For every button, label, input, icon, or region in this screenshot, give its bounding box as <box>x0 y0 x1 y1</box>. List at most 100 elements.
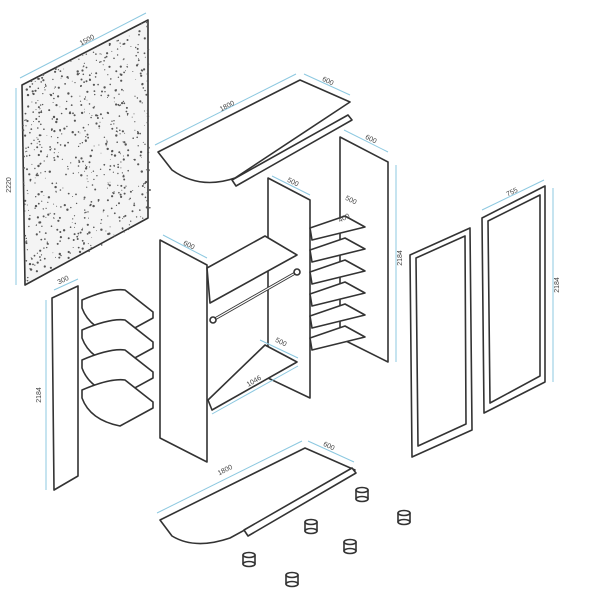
speckle <box>105 55 108 58</box>
speckle <box>46 241 48 243</box>
shelf <box>309 325 366 351</box>
speckle <box>31 124 33 126</box>
speckle <box>139 150 143 154</box>
speckle <box>90 247 93 249</box>
speckle <box>124 214 127 217</box>
speckle <box>67 77 69 79</box>
speckle <box>90 201 93 203</box>
speckle <box>89 113 90 115</box>
speckle <box>144 196 147 199</box>
speckle <box>39 162 42 165</box>
speckle <box>126 114 129 116</box>
speckle <box>41 76 44 79</box>
speckle <box>147 48 150 51</box>
speckle <box>93 226 95 229</box>
speckle <box>120 161 122 163</box>
speckle <box>44 87 45 89</box>
speckle <box>88 249 90 250</box>
speckle <box>52 78 54 81</box>
speckle <box>139 132 141 135</box>
speckle <box>67 192 70 195</box>
speckle <box>118 151 121 154</box>
speckle <box>109 83 111 86</box>
speckle <box>26 168 28 171</box>
speckle <box>116 141 118 143</box>
speckle <box>140 216 142 218</box>
speckle <box>119 65 122 68</box>
speckle <box>141 102 143 104</box>
speckle <box>85 66 88 69</box>
speckle <box>24 112 27 115</box>
speckle <box>70 104 73 106</box>
speckle <box>99 121 101 123</box>
sliding-door-left <box>409 227 473 458</box>
speckle <box>77 131 80 133</box>
speckle <box>122 141 124 143</box>
speckle <box>50 136 53 138</box>
speckle <box>111 50 113 52</box>
dim-narrow-panel-depth: 300 <box>57 275 71 286</box>
speckle <box>67 237 70 240</box>
speckle <box>123 71 125 74</box>
speckle <box>111 195 114 198</box>
speckle <box>57 86 60 89</box>
speckle <box>57 95 60 98</box>
speckle <box>62 229 66 232</box>
speckle <box>120 184 123 187</box>
speckle <box>51 129 53 132</box>
foot <box>343 538 357 555</box>
speckle <box>40 238 43 241</box>
speckle <box>96 230 97 232</box>
dim-right-side-height: 2184 <box>397 250 404 266</box>
speckle <box>86 186 88 188</box>
speckle <box>31 258 33 260</box>
shelf <box>309 259 366 285</box>
speckle <box>82 55 84 56</box>
speckle <box>30 128 33 131</box>
speckle <box>53 203 55 205</box>
speckle <box>78 159 80 162</box>
speckle <box>123 216 125 218</box>
speckle <box>88 161 91 164</box>
speckle <box>147 161 150 164</box>
speckle <box>42 73 45 76</box>
speckle <box>109 226 111 228</box>
speckle <box>141 157 142 158</box>
speckle <box>60 254 62 257</box>
speckle <box>77 165 80 167</box>
speckle <box>27 193 29 195</box>
speckle <box>49 266 53 269</box>
speckle <box>83 81 85 83</box>
speckled-back-panel: 1500 2220 <box>6 12 151 286</box>
speckle <box>48 109 51 112</box>
speckle <box>116 40 118 42</box>
speckle <box>73 114 76 117</box>
speckle <box>24 199 27 202</box>
speckle <box>81 253 83 255</box>
speckle <box>148 189 151 191</box>
speckle <box>106 141 108 143</box>
speckle <box>26 280 29 282</box>
speckle <box>36 261 39 264</box>
speckle <box>135 46 137 49</box>
speckle <box>132 71 134 72</box>
speckle <box>55 191 57 193</box>
speckle <box>111 120 113 122</box>
speckle <box>54 185 57 189</box>
dim-bottom-depth: 600 <box>322 441 336 452</box>
speckle <box>55 182 58 184</box>
speckle <box>28 262 32 266</box>
speckle <box>60 75 63 78</box>
speckle <box>142 141 144 143</box>
speckle <box>113 234 115 236</box>
speckle <box>94 188 97 191</box>
speckle <box>44 73 45 75</box>
speckle <box>24 279 27 282</box>
speckle <box>110 153 113 156</box>
speckle <box>81 228 83 231</box>
speckle <box>25 240 28 242</box>
speckle <box>88 103 91 105</box>
speckle <box>109 168 111 171</box>
speckle <box>85 140 87 143</box>
speckle <box>69 252 71 254</box>
